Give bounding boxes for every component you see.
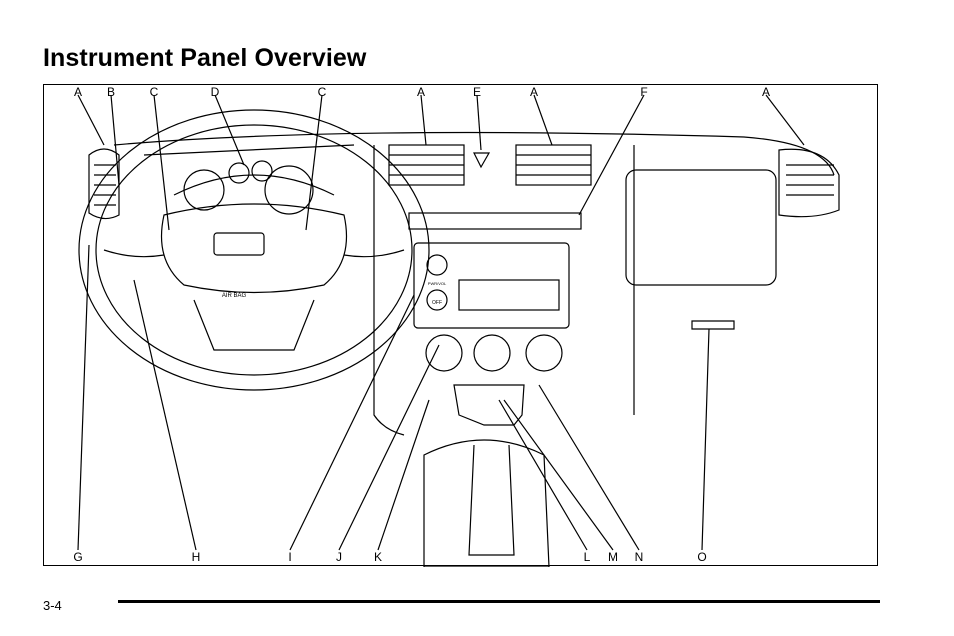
shifter-console (423, 384, 550, 567)
left-vent (88, 148, 120, 220)
callout-o: O (697, 550, 707, 564)
callout-f: F (640, 85, 648, 99)
callout-k: K (373, 550, 383, 564)
center-stack (373, 144, 635, 436)
callout-a-center-left: A (416, 85, 426, 99)
glovebox-handle (691, 320, 735, 330)
instrument-cluster (173, 160, 335, 215)
callout-a-center-right: A (529, 85, 539, 99)
callout-h: H (191, 550, 201, 564)
callout-i: I (288, 550, 292, 564)
callout-a-right-vent: A (761, 85, 771, 99)
dash-top-edge (113, 131, 835, 176)
airbag-label: AIR BAG (221, 293, 247, 299)
callout-a-left-vent: A (73, 85, 83, 99)
instrument-panel-figure: A B C D C A E A F A G H I J K L M N O AI… (43, 84, 878, 567)
callout-d: D (210, 85, 220, 99)
radio-unit (413, 242, 570, 329)
callout-g: G (73, 550, 83, 564)
radio-power-label: PWR/VOL (427, 281, 447, 286)
callout-e: E (472, 85, 482, 99)
callout-l: L (583, 550, 591, 564)
page-title: Instrument Panel Overview (43, 44, 367, 72)
callout-m: M (608, 550, 618, 564)
callout-c-left: C (149, 85, 159, 99)
callout-b: B (106, 85, 116, 99)
instrument-panel-drawing (77, 94, 840, 567)
callout-j: J (336, 550, 342, 564)
glovebox-door (625, 169, 777, 286)
radio-off-label: OFF (432, 300, 442, 306)
callout-n: N (634, 550, 644, 564)
footer-rule (118, 600, 880, 603)
page-number: 3-4 (43, 598, 62, 613)
right-vent (778, 148, 840, 218)
callout-c-right: C (317, 85, 327, 99)
steering-wheel (78, 109, 430, 391)
